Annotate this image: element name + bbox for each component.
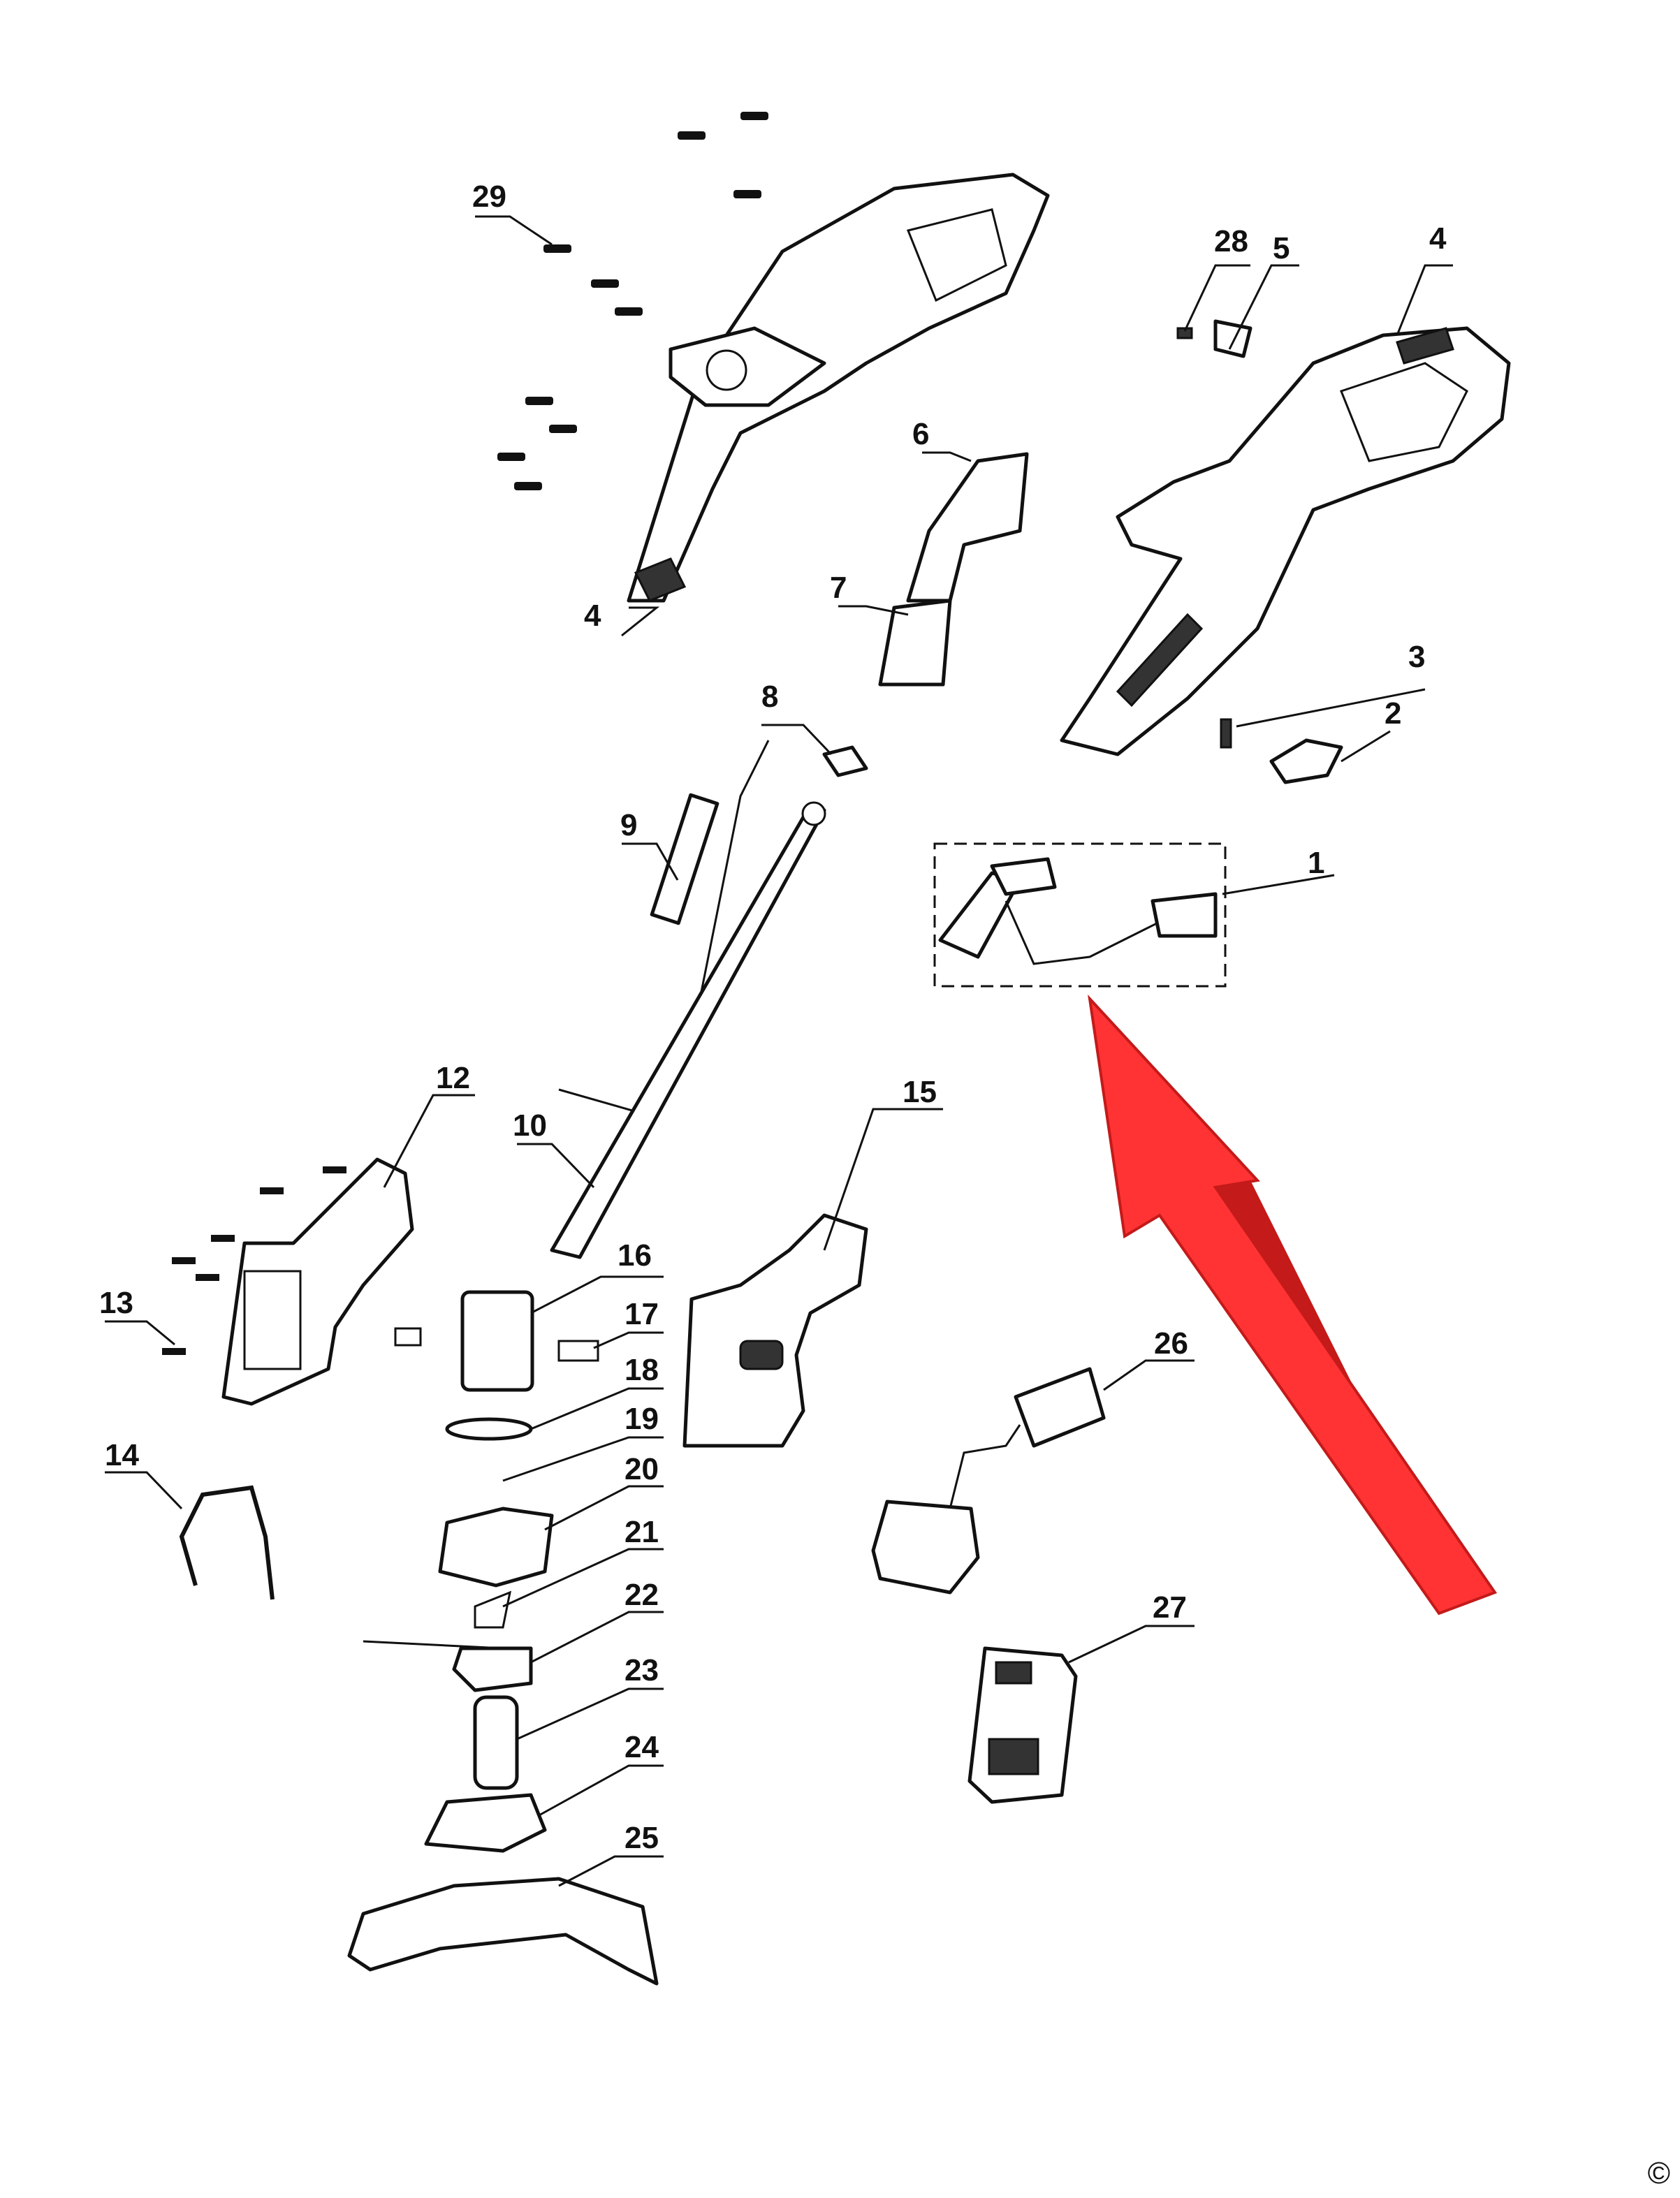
handle-housing-left xyxy=(627,173,1050,603)
battery-pack xyxy=(967,1646,1078,1804)
switch-lever xyxy=(822,745,868,777)
callout-23: 23 xyxy=(624,1653,659,1687)
callout-8: 8 xyxy=(761,680,778,714)
wiring-kit-frame xyxy=(933,842,1227,988)
callout-24: 24 xyxy=(624,1730,659,1764)
callout-29: 29 xyxy=(472,179,506,214)
callout-labels: 1 2 3 4 4 5 6 7 8 9 10 12 13 14 15 16 17… xyxy=(99,179,1447,1855)
edge-guard-wire xyxy=(179,1485,275,1600)
motor-housing-half-right xyxy=(682,1213,868,1448)
callout-14: 14 xyxy=(105,1438,139,1472)
callout-12: 12 xyxy=(436,1061,470,1095)
extension-tube xyxy=(550,801,826,1259)
callout-21: 21 xyxy=(624,1515,659,1549)
callout-13: 13 xyxy=(99,1286,133,1320)
callout-7: 7 xyxy=(830,571,847,605)
callout-16: 16 xyxy=(618,1238,652,1273)
callout-5: 5 xyxy=(1273,231,1290,265)
spool-head-assembly xyxy=(347,1507,659,1986)
callout-28: 28 xyxy=(1214,224,1248,258)
callout-22: 22 xyxy=(624,1578,659,1612)
callout-10: 10 xyxy=(513,1108,547,1143)
callout-2: 2 xyxy=(1385,696,1401,731)
callout-19: 19 xyxy=(624,1402,659,1436)
small-switch-parts xyxy=(1176,319,1343,784)
callout-3: 3 xyxy=(1408,640,1425,674)
callout-25: 25 xyxy=(624,1821,659,1855)
highlight-arrow-body xyxy=(1088,994,1498,1615)
callout-4-right: 4 xyxy=(1429,221,1447,256)
callout-17: 17 xyxy=(624,1297,659,1331)
leader-lines xyxy=(105,215,1453,1887)
callout-26: 26 xyxy=(1154,1326,1188,1361)
callout-15: 15 xyxy=(903,1075,937,1109)
screws-group xyxy=(497,112,768,490)
callout-4-left: 4 xyxy=(584,599,601,633)
callout-20: 20 xyxy=(624,1452,659,1486)
motor-housing-half xyxy=(162,1157,414,1406)
callout-9: 9 xyxy=(620,808,637,842)
callout-1: 1 xyxy=(1308,846,1324,880)
battery-charger xyxy=(871,1367,1106,1595)
callout-18: 18 xyxy=(624,1353,659,1387)
callout-6: 6 xyxy=(912,417,929,451)
coupling-assembly xyxy=(878,452,1029,687)
highlight-arrow xyxy=(1088,994,1498,1615)
handle-housing-right xyxy=(1060,326,1511,756)
motor-assembly xyxy=(394,1290,599,1441)
copyright-symbol: © xyxy=(1647,2156,1670,2190)
callout-27: 27 xyxy=(1153,1590,1187,1625)
